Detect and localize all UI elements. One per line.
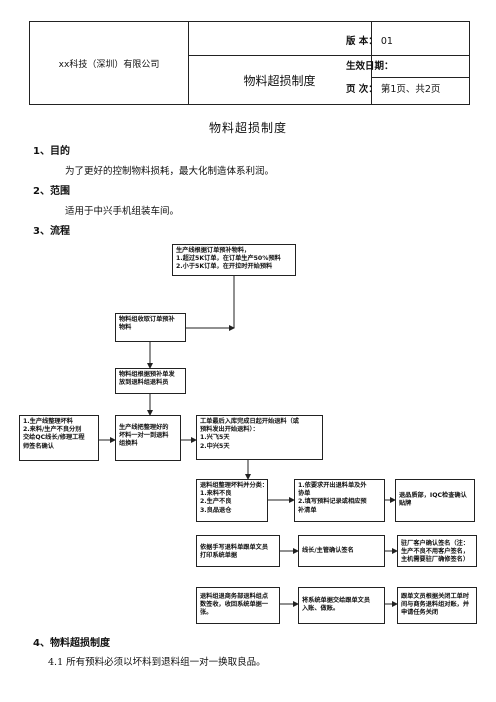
- flow-step-line: 坏料一对一到退料: [119, 432, 169, 440]
- flow-step-preorder-line: 生产线根据订单预补物料，: [176, 247, 251, 254]
- flow-step-line: 2.填写预料记录或相应预: [298, 498, 367, 506]
- overloss-heading: 4、物料超损制度: [33, 638, 110, 649]
- flow-step-sort-defects: 1.生产线整理坏料 2.来料/生产不良分别 交给QC线长/修理工程 师签名确认: [19, 415, 99, 461]
- header-doc-title: 物料超损制度: [243, 73, 316, 88]
- flow-step-line: 1.依要求开出退料单及外: [298, 482, 367, 489]
- scope-heading: 2、范围: [33, 186, 70, 197]
- flow-step-bookkeeping: 将系统单据交给跟单文员 入账、做账。: [298, 587, 385, 624]
- flow-step-supervisor-sign: 线长/主管确认签名: [298, 535, 385, 567]
- flow-step-line: 数签收，收回系统单据一: [200, 601, 269, 609]
- purpose-heading: 1、目的: [33, 146, 70, 157]
- page-value: 第1页、共2页: [380, 84, 441, 95]
- flow-step-issue-return-form: 1.依要求开出退料单及外 协单 2.填写预料记录或相应预 补清单: [294, 479, 385, 522]
- flow-step-line: 生产不良不用客户签名，: [401, 548, 470, 556]
- flow-step-line: 线长/主管确认签名: [302, 547, 354, 554]
- flow-step-line: 将系统单据交给跟单文员: [302, 597, 371, 604]
- flow-step-line: 退料组退商务部退料组点: [200, 593, 269, 600]
- flow-step-commerce-receipt: 退料组退商务部退料组点 数签收，收回系统单据一 张。: [196, 587, 280, 624]
- flow-step-preorder: 生产线根据订单预补物料， 1.超过5K订单，在订单生产50%预料 2.小于5K订…: [172, 244, 296, 276]
- flow-step-line: 师签名确认: [23, 442, 54, 450]
- flow-step-preorder-line: 2.小于5K订单，在开拉时开始预料: [176, 263, 273, 271]
- flow-step-iqc-check: 退品质部，IQC检查确认 贴牌: [395, 479, 475, 522]
- flow-step-line: 张。: [200, 609, 213, 617]
- flow-step-line: 间与商务退料组对账，并: [401, 601, 470, 609]
- flow-step-line: 物料组收取订单预补: [119, 316, 175, 323]
- version-row: 版 本： 01: [346, 33, 393, 47]
- flow-step-line: 1.兴飞5天: [200, 434, 230, 442]
- effective-date-row: 生效日期：: [346, 58, 394, 72]
- flow-step-line: 交给QC线长/修理工程: [23, 434, 85, 442]
- flow-step-line: 预料发出开始退料）：: [200, 426, 259, 434]
- flow-step-line: 2.中兴5天: [200, 442, 230, 450]
- flow-step-line: 2.生产不良: [200, 498, 232, 506]
- flow-step-print-system-doc: 依据手写退料单跟单文员 打印系统单据: [196, 535, 280, 567]
- overloss-text: 4.1 所有预料必须以坏料到退料组一对一换取良品。: [48, 657, 266, 668]
- flow-step-line: 贴牌: [399, 500, 412, 508]
- version-value: 01: [380, 36, 393, 47]
- flow-step-customer-sign: 驻厂客户确认签名（注： 生产不良不用客户签名， 主机需要驻厂确修签名）: [397, 535, 477, 567]
- version-label: 版 本：: [346, 36, 378, 47]
- page-label: 页 次：: [346, 84, 378, 95]
- document-header-table: xx科技（深圳）有限公司 物料超损制度: [29, 21, 470, 105]
- flow-step-line: 打印系统单据: [200, 552, 238, 560]
- flow-step-line: 主机需要驻厂确修签名）: [401, 556, 470, 564]
- company-name: xx科技（深圳）有限公司: [58, 59, 160, 70]
- page-title: 物料超损制度: [208, 121, 287, 135]
- flow-step-close-task: 跟单文员根据关闭工单时 间与商务退料组对账，并 申请任务关闭: [397, 587, 477, 624]
- scope-text: 适用于中兴手机组装车间。: [65, 206, 180, 217]
- flow-step-line: 放到退料组退料员: [119, 379, 169, 387]
- flow-step-line: 退料组整理坏料并分类：: [200, 482, 269, 489]
- purpose-text: 为了更好的控制物料损耗，最大化制造体系利润。: [65, 166, 275, 177]
- flow-step-exchange: 生产线把整理好的 坏料一对一到退料 组换料: [115, 415, 181, 461]
- flow-step-line: 生产线把整理好的: [119, 424, 169, 431]
- flow-step-return-deadline: 工单最后入库完成日起开始退料（或 预料发出开始退料）： 1.兴飞5天 2.中兴5…: [196, 415, 323, 460]
- effective-date-label: 生效日期：: [346, 61, 394, 72]
- flow-step-line: 物料组根据预补单发: [119, 371, 175, 378]
- flow-step-line: 申请任务关闭: [401, 609, 439, 617]
- flow-step-line: 补清单: [298, 506, 317, 514]
- flow-step-line: 驻厂客户确认签名（注：: [401, 540, 470, 547]
- flow-step-line: 3.良品退仓: [200, 506, 232, 514]
- flow-step-line: 工单最后入库完成日起开始退料（或: [200, 418, 299, 425]
- flow-step-receive-order: 物料组收取订单预补 物料: [115, 313, 186, 342]
- flow-step-line: 依据手写退料单跟单文员: [200, 544, 269, 551]
- flow-step-line: 1.生产线整理坏料: [23, 418, 73, 425]
- page-row: 页 次： 第1页、共2页: [346, 81, 440, 95]
- process-heading: 3、流程: [33, 226, 70, 237]
- flow-step-line: 2.来料/生产不良分别: [23, 426, 82, 434]
- flow-step-line: 协单: [298, 490, 311, 498]
- flow-step-line: 1.来料不良: [200, 490, 232, 498]
- flow-step-classify: 退料组整理坏料并分类： 1.来料不良 2.生产不良 3.良品退仓: [196, 479, 268, 522]
- flow-step-line: 退品质部，IQC检查确认: [399, 492, 467, 499]
- flow-step-preorder-line: 1.超过5K订单，在订单生产50%预料: [176, 255, 281, 263]
- flow-step-line: 物料: [119, 324, 132, 332]
- flow-step-issue-material: 物料组根据预补单发 放到退料组退料员: [115, 368, 186, 394]
- flow-step-line: 跟单文员根据关闭工单时: [401, 593, 470, 600]
- flow-step-line: 入账、做账。: [302, 605, 340, 613]
- flow-step-line: 组换料: [119, 440, 138, 448]
